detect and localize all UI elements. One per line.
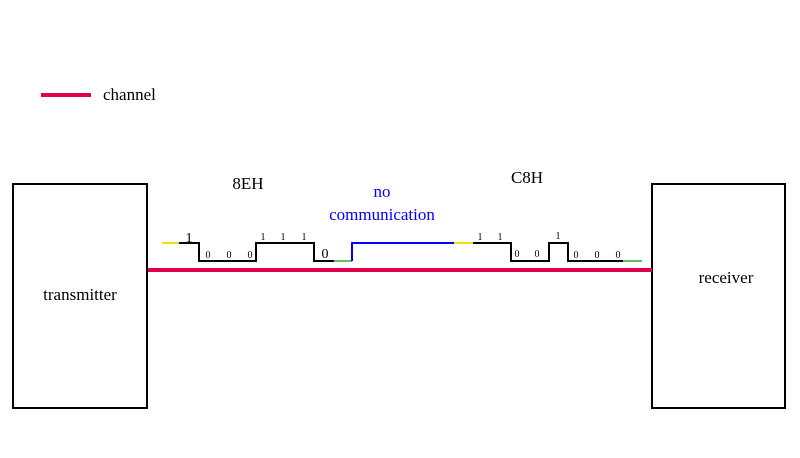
frame1-bit: 0 <box>227 250 232 261</box>
frame1-bit: 1 <box>281 232 286 243</box>
idle-label-line1: no <box>374 182 391 201</box>
frame2-bit: 0 <box>595 250 600 261</box>
frame2-bit: 0 <box>515 249 520 260</box>
receiver-label: receiver <box>699 268 754 287</box>
frame1-bit: 1 <box>261 232 266 243</box>
frame2-bit: 1 <box>498 232 503 243</box>
transmitter-label: transmitter <box>43 285 117 304</box>
frame1-bit: 0 <box>206 250 211 261</box>
frame1-bit: 0 <box>322 247 329 262</box>
idle-label-line2: communication <box>329 205 435 224</box>
frame1-label: 8EH <box>232 174 263 193</box>
idle-waveform <box>351 242 454 261</box>
frame2-bit: 0 <box>535 249 540 260</box>
frame2-waveform <box>473 242 623 262</box>
frame2-bit: 1 <box>478 232 483 243</box>
frame2-bit: 0 <box>574 250 579 261</box>
frame2-bit: 0 <box>616 250 621 261</box>
frame1-waveform <box>179 242 334 262</box>
frame2-bit: 1 <box>556 231 561 242</box>
receiver-box <box>651 183 786 409</box>
frame1-bit: 0 <box>248 250 253 261</box>
frame1-bit: 1 <box>302 232 307 243</box>
legend-channel-label: channel <box>103 85 156 104</box>
frame2-label: C8H <box>511 168 543 187</box>
transmitter-box <box>12 183 148 409</box>
frame1-bit: 1 <box>186 231 193 246</box>
